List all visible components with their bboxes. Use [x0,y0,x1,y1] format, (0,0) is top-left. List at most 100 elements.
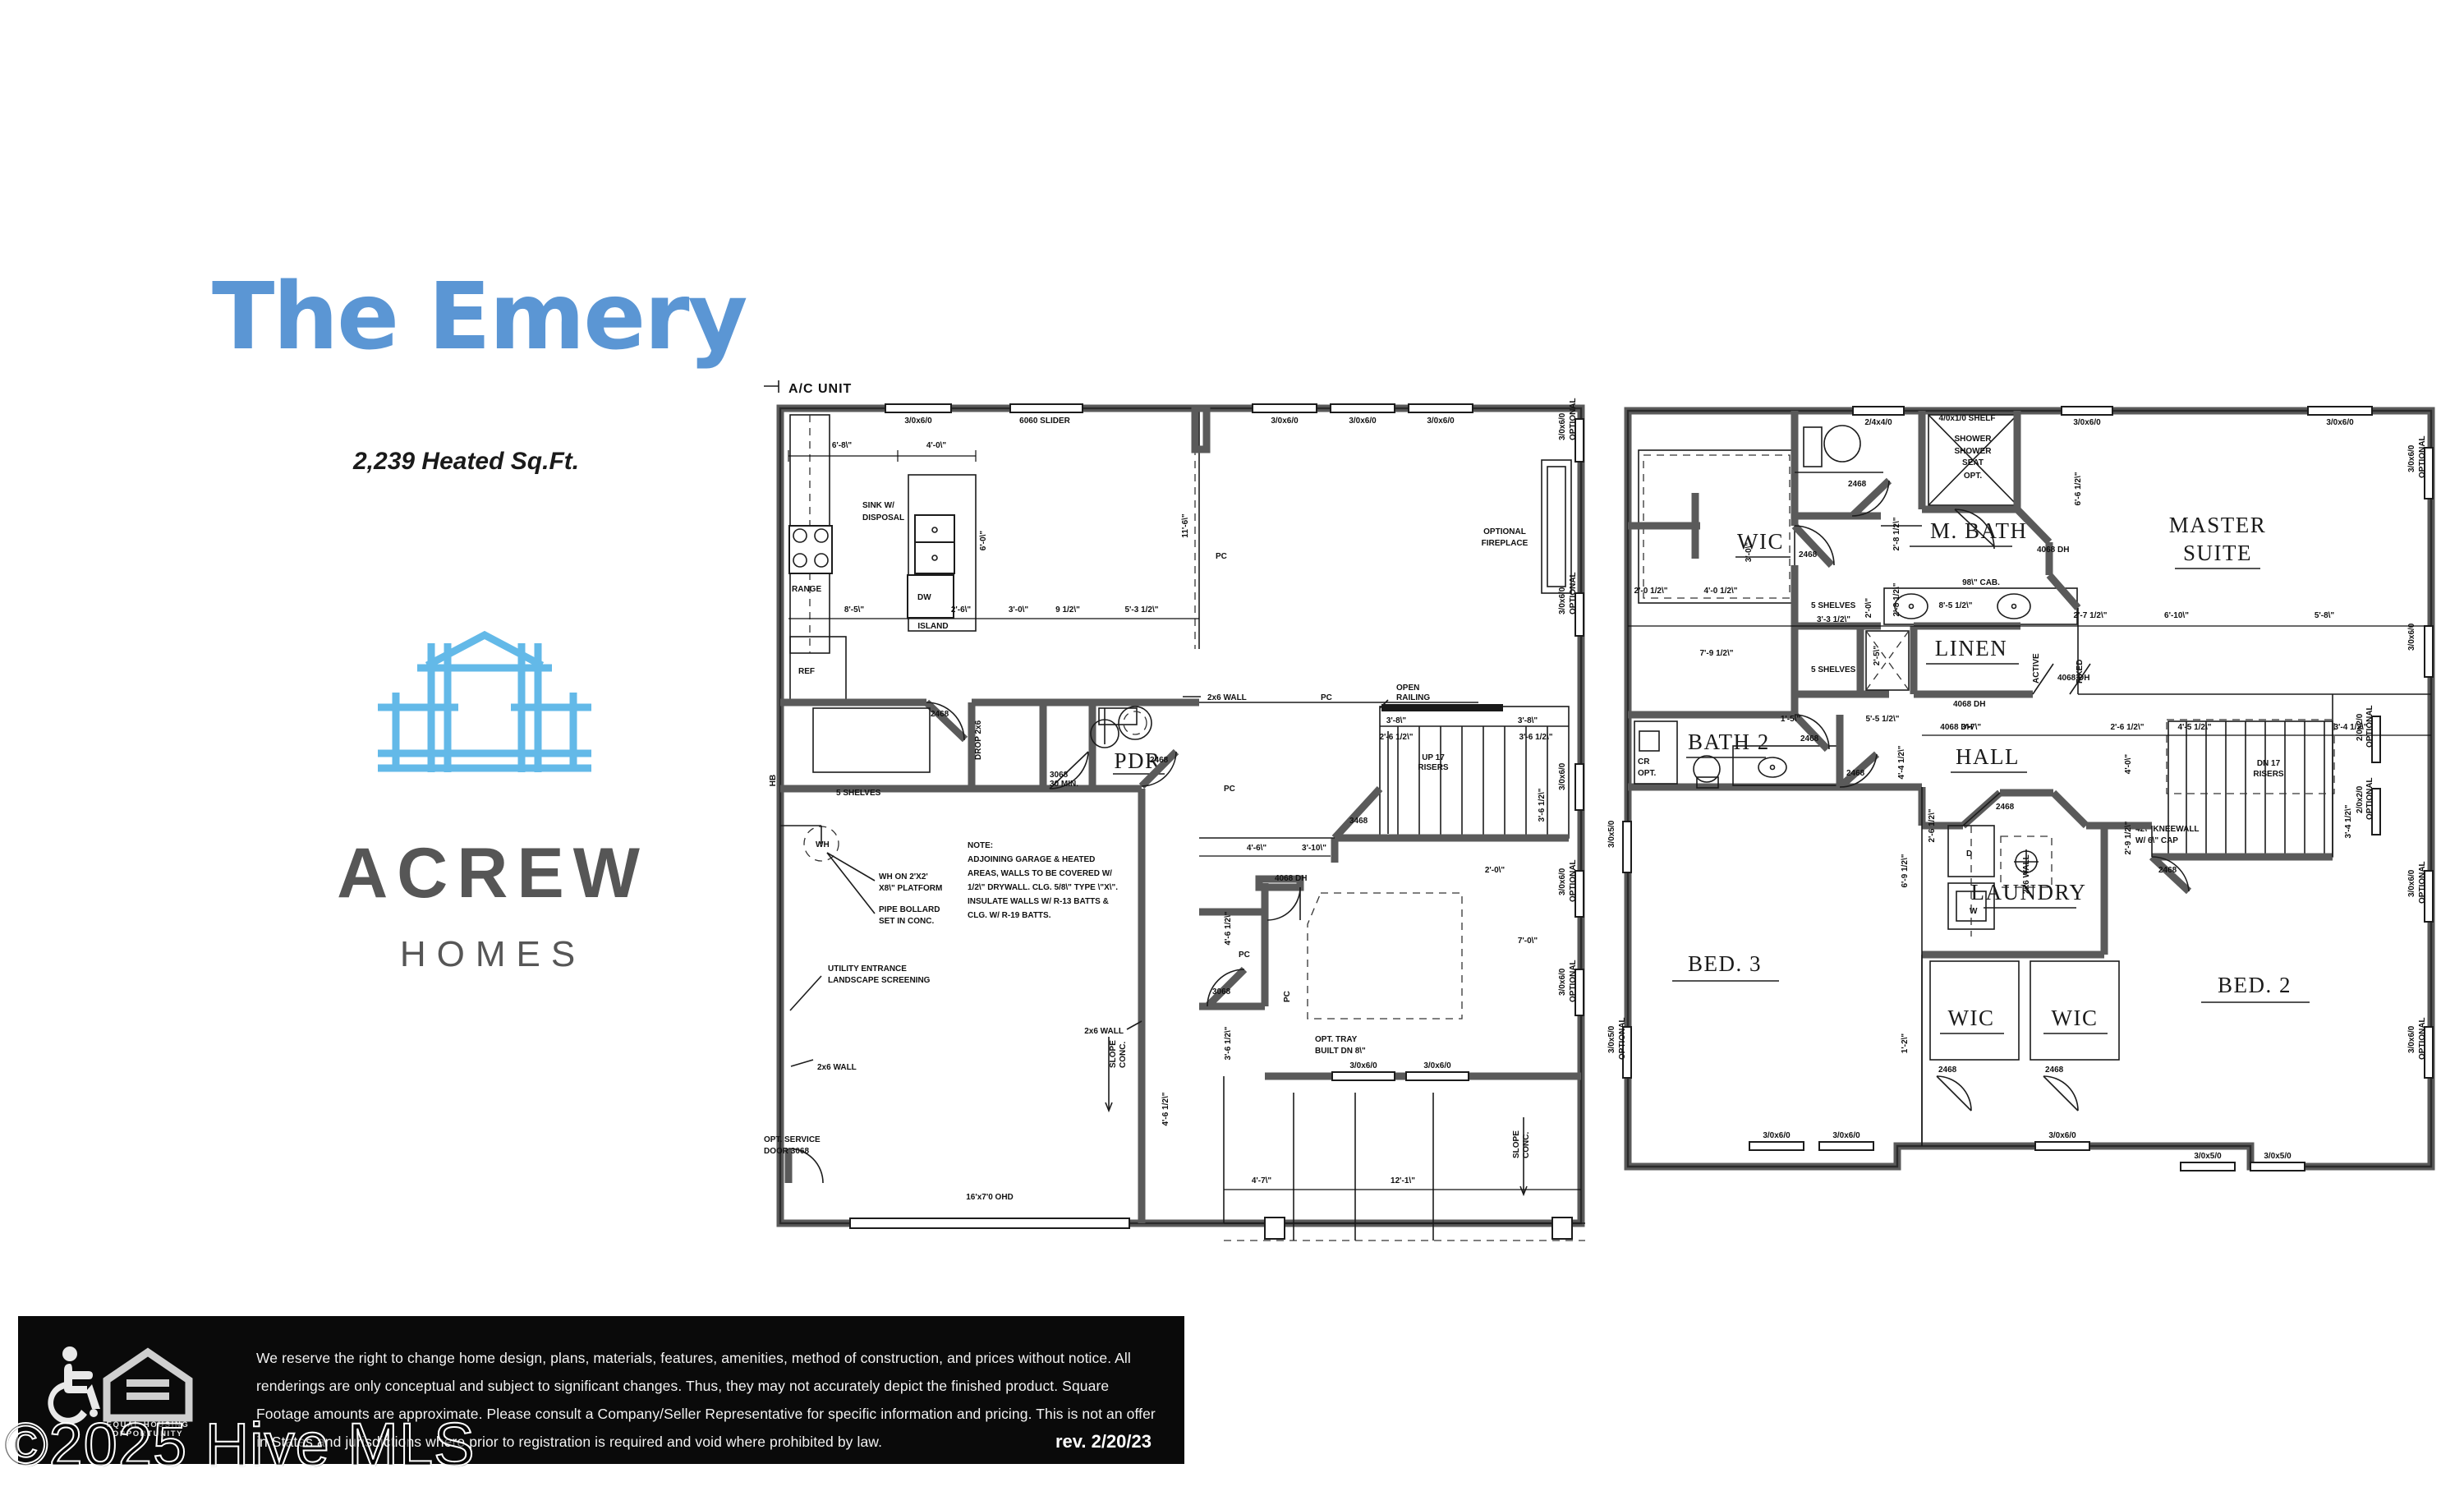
svg-text:CONC.: CONC. [1119,1042,1128,1068]
revision-label: rev. 2/20/23 [1055,1431,1152,1452]
svg-text:3/0x6/0: 3/0x6/0 [2407,623,2416,651]
svg-text:3'-6 1/2\": 3'-6 1/2\" [1538,788,1547,822]
svg-text:OPTIONAL: OPTIONAL [1618,1017,1627,1060]
mls-watermark: ©2025 Hive MLS [2,1410,476,1480]
svg-text:2468: 2468 [1799,550,1818,559]
svg-text:3/0x6/0: 3/0x6/0 [2407,1025,2416,1053]
svg-text:OPTIONAL: OPTIONAL [1483,527,1526,536]
svg-text:OPTIONAL: OPTIONAL [2418,435,2427,478]
svg-text:RAILING: RAILING [1396,693,1430,702]
svg-text:3/0x6/0: 3/0x6/0 [1558,412,1567,440]
svg-text:DOOR 3068: DOOR 3068 [764,1147,809,1156]
svg-text:2'-0\": 2'-0\" [1864,598,1873,619]
svg-text:5'-5 1/2\": 5'-5 1/2\" [1865,715,1899,724]
svg-text:X8\" PLATFORM: X8\" PLATFORM [879,884,942,893]
svg-text:4'-0 1/2\": 4'-0 1/2\" [1703,587,1737,596]
svg-text:4'-4 1/2\": 4'-4 1/2\" [1897,745,1906,779]
svg-text:3'-8\": 3'-8\" [1386,716,1407,725]
svg-text:PDR: PDR [1114,748,1161,773]
svg-text:LAUNDRY: LAUNDRY [1970,880,2086,905]
svg-text:3/0x6/0: 3/0x6/0 [1349,417,1377,426]
svg-text:SHOWER: SHOWER [1955,447,1993,456]
svg-text:4/0x1/0 SHELF: 4/0x1/0 SHELF [1939,414,1996,423]
svg-text:98\" CAB.: 98\" CAB. [1962,578,2000,587]
svg-text:3/0x6/0: 3/0x6/0 [1558,968,1567,996]
svg-text:4'-0\": 4'-0\" [926,441,947,450]
svg-text:2468: 2468 [2045,1066,2064,1075]
svg-text:UTILITY ENTRANCE: UTILITY ENTRANCE [828,964,907,974]
legal-footer-bar: EQUAL HOUSING OPPORTUNITY We reserve the… [18,1316,1184,1464]
svg-text:2x6 WALL: 2x6 WALL [817,1063,857,1072]
svg-text:8'-5\": 8'-5\" [844,605,865,615]
svg-text:BED. 2: BED. 2 [2218,973,2292,997]
svg-text:REF: REF [798,667,815,676]
svg-text:3/0x6/0: 3/0x6/0 [1423,1061,1451,1070]
svg-text:3/0x6/0: 3/0x6/0 [1349,1061,1377,1070]
svg-text:3'-6 1/2\": 3'-6 1/2\" [1224,1026,1233,1060]
svg-text:3'-10\": 3'-10\" [1302,844,1326,853]
svg-text:OPT. SERVICE: OPT. SERVICE [764,1135,821,1144]
svg-text:11'-6\": 11'-6\" [1181,513,1190,538]
svg-text:SUITE: SUITE [2183,541,2252,565]
svg-text:3'-4 1/2\": 3'-4 1/2\" [2344,804,2353,838]
svg-text:6'-8\": 6'-8\" [832,441,853,450]
floor-plan-second: 2/4x4/0 4/0x1/0 SHELF 3/0x6/0 3/0x6/0 WI… [1607,406,2435,1171]
svg-text:NOTE:: NOTE: [968,841,993,850]
svg-text:3'-0\": 3'-0\" [1009,605,1029,615]
svg-text:OPTIONAL: OPTIONAL [2418,861,2427,904]
svg-text:4068 DH: 4068 DH [1953,700,1985,709]
svg-text:3'-6 1/2\": 3'-6 1/2\" [1519,733,1552,742]
svg-text:3/0x6/0: 3/0x6/0 [1271,417,1299,426]
svg-text:ISLAND: ISLAND [917,622,948,631]
heated-sqft-label: 2,239 Heated Sq.Ft. [353,448,580,475]
svg-text:A/C UNIT: A/C UNIT [788,382,852,396]
svg-text:3'-4 1/2\": 3'-4 1/2\" [2333,723,2367,732]
legal-disclaimer-text: We reserve the right to change home desi… [256,1350,1156,1451]
svg-text:OPT.: OPT. [1638,769,1656,778]
svg-text:2468: 2468 [931,710,949,719]
svg-text:3/0x6/0: 3/0x6/0 [2326,418,2354,427]
svg-text:4068 DH: 4068 DH [2037,545,2069,555]
svg-text:W: W [1970,907,1978,916]
svg-text:2468: 2468 [1848,480,1867,489]
svg-text:2468: 2468 [1800,734,1819,743]
svg-text:SET IN CONC.: SET IN CONC. [879,917,934,926]
svg-text:RISERS: RISERS [1418,763,1449,772]
svg-text:INSULATE WALLS W/ R-13 BATTS &: INSULATE WALLS W/ R-13 BATTS & [968,897,1109,906]
svg-text:2x6 WALL: 2x6 WALL [1084,1027,1124,1036]
floor-plan-drawings: .w { stroke:#5a5a5a; stroke-width:9; fil… [764,380,2435,1241]
svg-text:2468: 2468 [1150,756,1169,765]
svg-text:OPTIONAL: OPTIONAL [1569,398,1578,440]
svg-text:1/2\" DRYWALL. CLG. 5/8\" TYPE: 1/2\" DRYWALL. CLG. 5/8\" TYPE \"X\". [968,883,1118,892]
svg-text:2'-8 1/2\": 2'-8 1/2\" [1892,582,1901,616]
svg-text:6'-10\": 6'-10\" [2164,611,2189,620]
svg-text:OPT. TRAY: OPT. TRAY [1315,1035,1358,1044]
svg-text:3/0x6/0: 3/0x6/0 [1832,1131,1860,1140]
svg-text:2'-6 1/2\": 2'-6 1/2\" [2110,723,2144,732]
svg-text:5 SHELVES: 5 SHELVES [1811,665,1856,674]
svg-text:2x6 WALL: 2x6 WALL [1207,693,1247,702]
svg-text:2468: 2468 [2158,866,2177,875]
svg-text:WIC: WIC [1948,1006,1995,1030]
svg-text:2x6 WALL: 2x6 WALL [2022,854,2031,894]
svg-text:2'-7 1/2\": 2'-7 1/2\" [2073,611,2107,620]
svg-text:4'-6 1/2\": 4'-6 1/2\" [1161,1092,1170,1125]
svg-text:12'-1\": 12'-1\" [1391,1176,1415,1185]
svg-text:3'-3 1/2\": 3'-3 1/2\" [1817,615,1850,624]
svg-text:3/0x6/0: 3/0x6/0 [2048,1131,2076,1140]
svg-text:AREAS, WALLS TO BE COVERED W/: AREAS, WALLS TO BE COVERED W/ [968,869,1112,878]
svg-text:3/0x5/0: 3/0x5/0 [1607,1025,1616,1053]
svg-text:ACTIVE: ACTIVE [2032,653,2041,684]
svg-text:16'x7'0 OHD: 16'x7'0 OHD [966,1193,1014,1202]
svg-text:4068 DH: 4068 DH [1275,874,1307,883]
svg-text:FIXED: FIXED [2076,660,2085,684]
svg-text:4'-7\": 4'-7\" [1252,1176,1272,1185]
svg-text:DN 17: DN 17 [2257,759,2281,768]
footer-icon-group: EQUAL HOUSING OPPORTUNITY [43,1339,232,1436]
svg-text:3068: 3068 [1050,771,1069,780]
svg-text:WH: WH [816,840,830,849]
svg-text:2'-9 1/2\": 2'-9 1/2\" [2124,821,2133,854]
branding-column: The Emery 2,239 Heated Sq.Ft. [0,0,772,1282]
svg-text:2468: 2468 [1996,803,2015,812]
equal-housing-line1: EQUAL HOUSING [107,1420,190,1429]
